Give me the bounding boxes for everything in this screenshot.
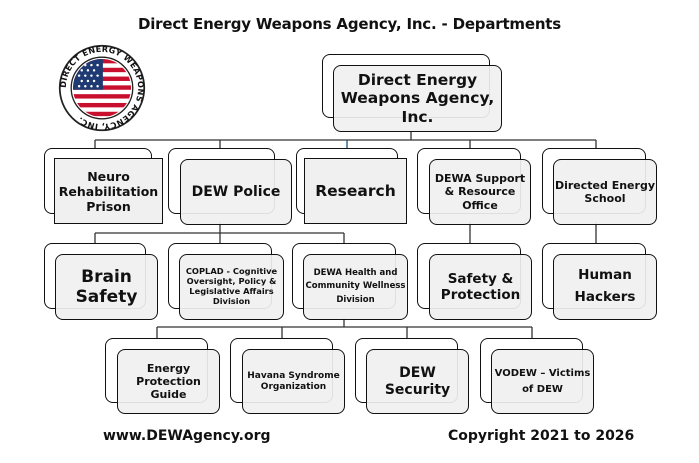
org-node-havana-syndrome-organization[interactable]: Havana Syndrome Organization — [230, 338, 345, 414]
org-node-dewa-support-resource-office[interactable]: DEWA Support & Resource Office — [417, 148, 531, 225]
node-label: Brain Safety — [75, 266, 138, 307]
website-link[interactable]: www.DEWAgency.org — [103, 428, 271, 444]
node-label: VODEW – Victims of DEW — [494, 368, 591, 395]
node-label: Human Hackers — [574, 267, 636, 305]
node-label: DEWA Health and Community Wellness Divis… — [305, 268, 406, 305]
node-label: Directed Energy School — [554, 178, 655, 205]
org-node-neuro-rehabilitation-prison[interactable]: Neuro Rehabilitation Prison — [44, 148, 163, 224]
node-label: Neuro Rehabilitation Prison — [58, 168, 159, 214]
page-title: Direct Energy Weapons Agency, Inc. - Dep… — [137, 15, 562, 33]
org-node-energy-protection-guide[interactable]: Energy Protection Guide — [105, 338, 220, 414]
org-node-coplad[interactable]: COPLAD - Cognitive Oversight, Policy & L… — [168, 243, 284, 320]
org-node-human-hackers[interactable]: Human Hackers — [542, 243, 657, 320]
us-flag-seal-icon: DIRECT ENERGY WEAPONS AGENCY, INC. — [58, 44, 146, 132]
node-label: DEWA Support & Resource Office — [434, 172, 526, 212]
node-label: Safety & Protection — [440, 270, 521, 303]
org-node-dew-security[interactable]: DEW Security — [355, 338, 469, 414]
node-label: Energy Protection Guide — [136, 361, 201, 402]
node-label: Direct Energy Weapons Agency, Inc. — [340, 70, 495, 126]
org-node-directed-energy-school[interactable]: Directed Energy School — [542, 148, 657, 225]
node-label: DEW Security — [384, 364, 451, 398]
node-label: Research — [315, 181, 396, 200]
copyright-text: Copyright 2021 to 2026 — [448, 428, 635, 444]
org-node-brain-safety[interactable]: Brain Safety — [44, 243, 158, 320]
node-label: Havana Syndrome Organization — [247, 370, 340, 392]
org-node-dewa-health-community-wellness[interactable]: DEWA Health and Community Wellness Divis… — [292, 243, 408, 320]
node-label: COPLAD - Cognitive Oversight, Policy & L… — [185, 266, 278, 306]
org-node-vodew[interactable]: VODEW – Victims of DEW — [480, 338, 594, 414]
org-node-safety-protection[interactable]: Safety & Protection — [417, 243, 532, 320]
org-node-dew-police[interactable]: DEW Police — [168, 148, 292, 225]
node-label: DEW Police — [191, 183, 281, 200]
org-node-research[interactable]: Research — [296, 148, 407, 224]
org-node-root[interactable]: Direct Energy Weapons Agency, Inc. — [322, 54, 502, 132]
